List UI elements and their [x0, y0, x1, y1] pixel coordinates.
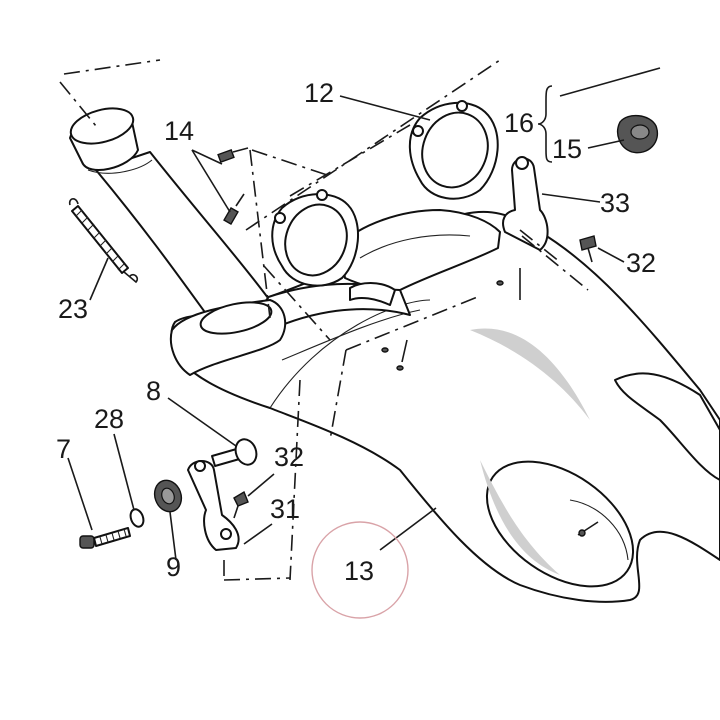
header-pipe	[69, 107, 287, 376]
silencer-body	[170, 210, 720, 603]
bolt-7	[79, 527, 131, 549]
callout-28: 28	[94, 404, 124, 434]
gasket-flange-rear	[408, 100, 499, 200]
gasket-flange-front	[271, 189, 359, 287]
screw-32-lower	[233, 490, 249, 519]
bracket-31	[187, 460, 240, 551]
assembly-lines	[59, 59, 589, 581]
spacer-8	[211, 438, 258, 467]
leader-lines	[67, 67, 661, 561]
callout-7: 7	[56, 434, 71, 464]
screw-14-lower	[223, 193, 245, 226]
callout-32-lower: 32	[274, 442, 304, 472]
rubber-grommet-15	[616, 115, 659, 154]
callout-16: 16	[504, 108, 534, 138]
rubber-bush-9	[153, 479, 183, 513]
callout-15: 15	[552, 134, 582, 164]
callout-8: 8	[146, 376, 161, 406]
callout-32-upper: 32	[626, 248, 656, 278]
callout-33: 33	[600, 188, 630, 218]
callout-31: 31	[270, 494, 300, 524]
callout-23: 23	[58, 294, 88, 324]
washer-28	[129, 508, 145, 528]
callout-9: 9	[166, 552, 181, 582]
callout-13: 13	[344, 556, 374, 586]
callout-12: 12	[304, 78, 334, 108]
bracket-33	[502, 156, 549, 251]
callout-14: 14	[164, 116, 194, 146]
manifold-section	[339, 209, 501, 306]
screw-32-upper	[579, 235, 597, 263]
callout-labels: 12 14 16 15 33 32 23 8 28 7 32 31 9 13	[56, 78, 656, 586]
spring	[68, 198, 139, 284]
highlight-circle	[311, 521, 409, 619]
screw-14-upper	[217, 147, 249, 164]
